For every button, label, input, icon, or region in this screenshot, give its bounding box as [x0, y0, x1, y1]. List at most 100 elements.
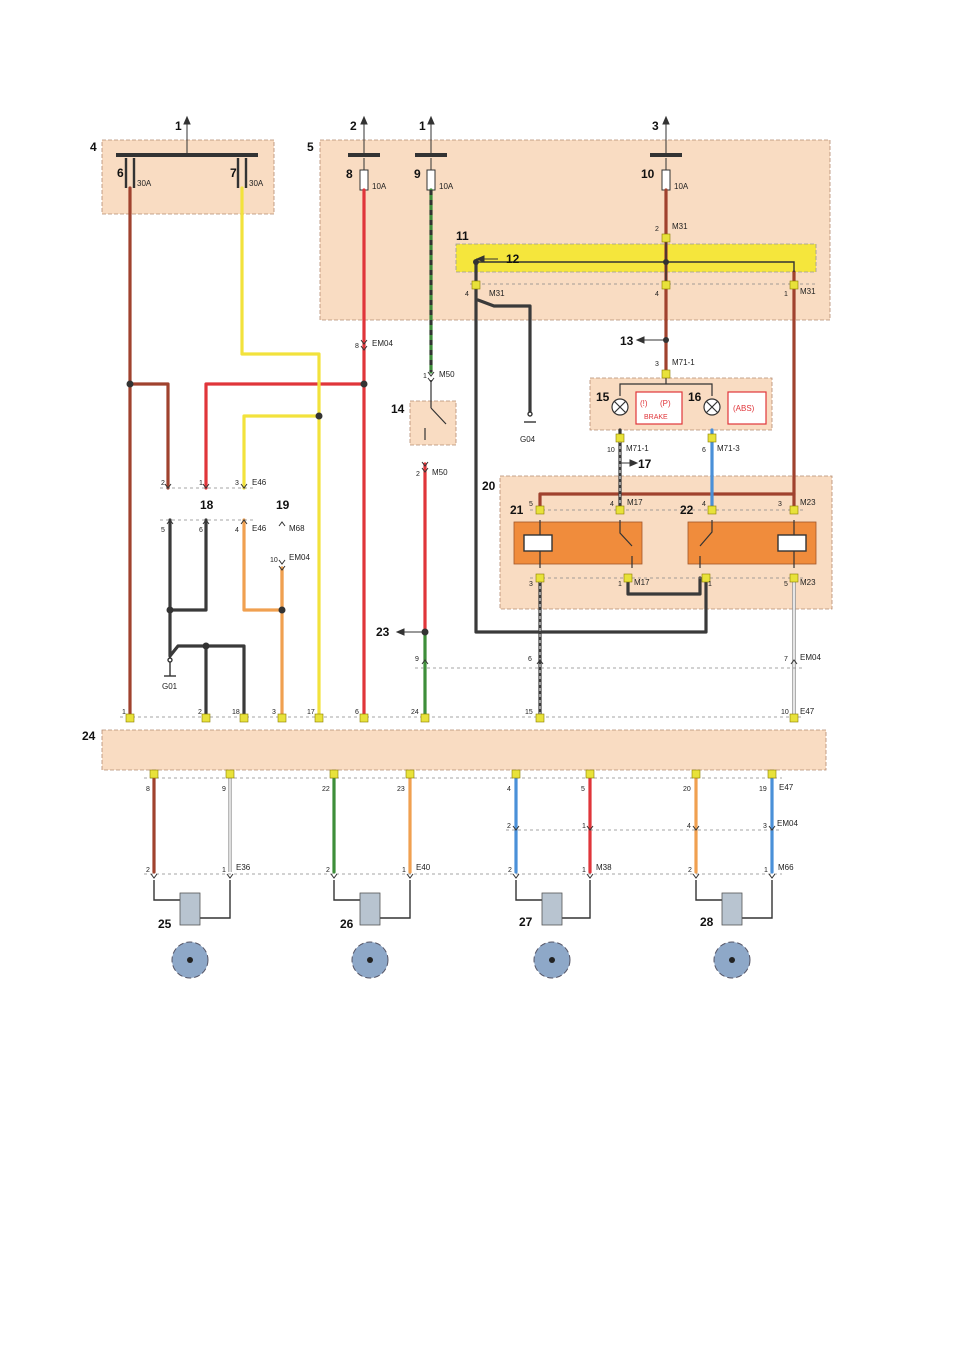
callout-7: 7: [230, 166, 237, 180]
callout-10: 10: [641, 167, 655, 181]
pin-m31-2: 2: [655, 226, 659, 233]
callout-15: 15: [596, 390, 610, 404]
pin-m17-1: 1: [618, 581, 622, 588]
callout-1a: 1: [175, 119, 182, 133]
fuse-9-rating: 10A: [439, 182, 454, 191]
ground-g01-icon: [164, 656, 176, 677]
callout-23: 23: [376, 625, 390, 639]
callout-21: 21: [510, 503, 524, 517]
wire-lamp-bus: [619, 378, 713, 396]
pin-m23-4: 4: [702, 501, 706, 508]
conn-m17-b: M17: [634, 578, 650, 587]
pin-b8: 8: [146, 786, 150, 793]
callout-25: 25: [158, 917, 172, 931]
callout-28: 28: [700, 915, 714, 929]
pin-em04-8: 8: [355, 343, 359, 350]
pin-b4: 4: [507, 786, 511, 793]
brake-symbol-1: (!): [640, 399, 648, 408]
conn-e46-a: E46: [252, 478, 267, 487]
pin-t6: 6: [355, 709, 359, 716]
conn-m31-right: M31: [800, 287, 816, 296]
pin-e46-1: 1: [199, 480, 203, 487]
conn-m17-a: M17: [627, 498, 643, 507]
switch-14-contact: [424, 380, 447, 440]
abs-warning-icon: [727, 391, 767, 425]
fuse-10-rating: 10A: [674, 182, 689, 191]
pin-b20: 20: [683, 786, 691, 793]
brake-label: BRAKE: [644, 414, 668, 421]
callout-22: 22: [680, 503, 694, 517]
bus-bar-11-link: [476, 240, 795, 284]
callout-27: 27: [519, 915, 533, 929]
callout-20: 20: [482, 479, 496, 493]
callout-14: 14: [391, 402, 405, 416]
wire-black-relay-link: [626, 576, 702, 596]
ground-g04-icon: [524, 411, 536, 423]
conn-g01: G01: [162, 682, 178, 691]
pin-em04-9: 9: [415, 656, 419, 663]
pin-m17-4: 4: [610, 501, 614, 508]
fuses: [124, 158, 671, 191]
pin-m71-6: 6: [702, 447, 706, 454]
pin-b23: 23: [397, 786, 405, 793]
wire-black-e46: [168, 518, 208, 612]
connector-dashes: [120, 283, 816, 875]
conn-m66: M66: [778, 863, 794, 872]
wire-red-branch: [204, 382, 366, 490]
conn-g04: G04: [520, 435, 536, 444]
pin-t15: 15: [525, 709, 533, 716]
callout-4: 4: [90, 140, 97, 154]
fuse-8-rating: 10A: [372, 182, 387, 191]
conn-m23-b: M23: [800, 578, 816, 587]
wire-black-g04: [476, 298, 532, 414]
pin-t24: 24: [411, 709, 419, 716]
callout-24: 24: [82, 729, 96, 743]
pin-m31-4m: 4: [655, 291, 659, 298]
reference-arrows: [395, 255, 666, 636]
pin-b9: 9: [222, 786, 226, 793]
pin-s27-1: 1: [582, 867, 586, 874]
pin-m23-1: 1: [708, 581, 712, 588]
pin-s26-2: 2: [326, 867, 330, 874]
wheel-sensor-28-icon: [713, 892, 751, 979]
pin-b19: 19: [759, 786, 767, 793]
relay-21-coil: [523, 534, 553, 552]
fuse-box-5: [319, 139, 831, 321]
callout-9: 9: [414, 167, 421, 181]
pin-m23-3: 3: [778, 501, 782, 508]
lamp-16-icon: [703, 398, 721, 416]
pin-e46-6: 6: [199, 527, 203, 534]
conn-e36: E36: [236, 863, 251, 872]
fuse-6-rating: 30A: [137, 179, 152, 188]
pin-em04-6: 6: [528, 656, 532, 663]
pin-b22: 22: [322, 786, 330, 793]
conn-em04-b: EM04: [289, 553, 310, 562]
pin-s25-2: 2: [146, 867, 150, 874]
bus-bar-11: [455, 243, 817, 273]
pin-t10: 10: [781, 709, 789, 716]
wire-brown-branch: [128, 382, 170, 490]
conn-m50-a: M50: [439, 370, 455, 379]
pin-m31-1: 1: [784, 291, 788, 298]
switch-14-box: [409, 400, 457, 446]
callout-1b: 1: [419, 119, 426, 133]
pin-m50-2: 2: [416, 471, 420, 478]
pin-t1: 1: [122, 709, 126, 716]
callout-19: 19: [276, 498, 290, 512]
wheel-sensor-27-icon: [533, 892, 571, 979]
pin-e46-5: 5: [161, 527, 165, 534]
pin-e46-3: 3: [235, 480, 239, 487]
conn-e47-b: E47: [779, 783, 794, 792]
pin-s28-1: 1: [764, 867, 768, 874]
connector-pins: [125, 233, 799, 779]
pin-s27-2: 2: [508, 867, 512, 874]
callout-12: 12: [506, 252, 520, 266]
conn-m31-left: M31: [489, 289, 505, 298]
conn-m71-3: M71-3: [717, 444, 740, 453]
pin-d3: 3: [763, 823, 767, 830]
wheel-sensor-26-icon: [351, 892, 389, 979]
conn-e46-b: E46: [252, 524, 267, 533]
harness-block-24: [101, 729, 827, 771]
wire-orange-e46: [242, 518, 284, 612]
